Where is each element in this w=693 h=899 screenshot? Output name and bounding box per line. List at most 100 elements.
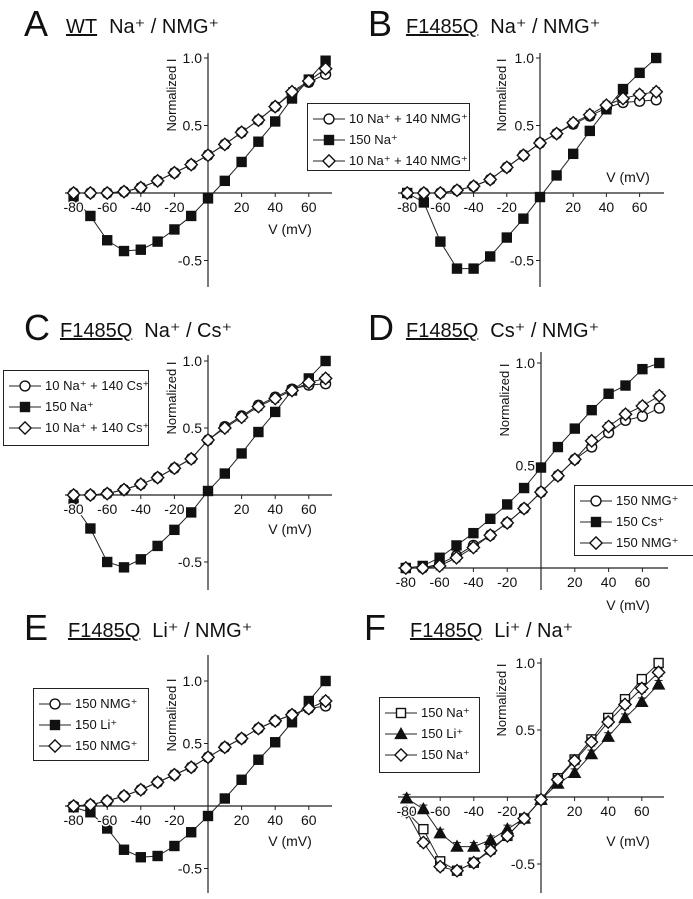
- data-point: [318, 371, 333, 386]
- series-line: [73, 360, 326, 568]
- data-point: [135, 244, 147, 255]
- data-point: [152, 236, 163, 247]
- data-point: [184, 760, 199, 775]
- legend-label: 10 Na⁺ + 140 Cs⁺: [45, 419, 150, 435]
- x-tick-label: -40: [131, 199, 151, 215]
- legend-label: 150 NMG⁺: [75, 737, 138, 753]
- data-point: [433, 859, 448, 874]
- data-point: [236, 774, 247, 785]
- legend-marker: [49, 719, 61, 730]
- y-axis-label: Normalized I: [164, 679, 179, 752]
- data-point: [432, 558, 447, 574]
- data-point: [219, 175, 231, 187]
- legend-entry: 150 Li⁺: [385, 723, 474, 744]
- data-point: [118, 844, 130, 855]
- legend-ab: 10 Na⁺ + 140 NMG⁺150 Na⁺10 Na⁺ + 140 NMG…: [307, 103, 470, 171]
- genotype-label: F1485Q: [68, 620, 141, 642]
- data-point: [301, 375, 316, 390]
- series-diamond-open: [400, 84, 664, 201]
- series-line: [407, 91, 657, 194]
- legend-entry: 150 Li⁺: [39, 714, 143, 735]
- y-tick-label: -0.5: [510, 253, 534, 269]
- legend-marker: [321, 153, 337, 168]
- data-point: [184, 157, 199, 172]
- legend-marker: [588, 535, 604, 550]
- legend-label: 150 Li⁺: [75, 716, 118, 732]
- y-tick-label: 0.5: [516, 722, 536, 738]
- x-tick-label: -60: [430, 803, 450, 819]
- legend-label: 150 Na⁺: [421, 746, 470, 762]
- data-point: [584, 747, 599, 760]
- legend-marker: [323, 112, 335, 125]
- x-tick-label: -20: [497, 574, 517, 590]
- data-point: [66, 798, 81, 814]
- data-point: [135, 852, 147, 863]
- data-point: [400, 185, 415, 201]
- panel-letter: B: [368, 3, 393, 44]
- data-point: [501, 499, 513, 510]
- data-point: [219, 793, 231, 804]
- series-square-filled: [402, 52, 662, 274]
- data-point: [118, 562, 130, 573]
- data-point: [518, 213, 529, 224]
- data-point: [100, 486, 115, 501]
- data-point: [584, 433, 599, 449]
- data-point: [649, 84, 664, 99]
- series-diamond-open: [399, 665, 666, 878]
- data-point: [466, 179, 481, 194]
- data-point: [653, 402, 665, 414]
- x-tick-label: 40: [600, 803, 616, 819]
- data-point: [253, 426, 264, 438]
- data-point: [234, 410, 249, 425]
- legend-marker-square-filled-icon: [39, 719, 71, 730]
- legend-entry: 150 NMG⁺: [39, 693, 143, 714]
- data-point: [533, 485, 549, 500]
- legend-marker: [395, 707, 407, 718]
- series-line: [73, 700, 326, 807]
- data-point: [435, 236, 446, 247]
- data-point: [284, 383, 300, 398]
- data-point: [251, 721, 266, 736]
- data-point: [416, 835, 431, 850]
- data-point: [567, 765, 582, 779]
- legend-marker-square-filled-icon: [313, 134, 345, 145]
- data-point: [483, 172, 498, 187]
- legend-entry: 150 NMG⁺: [39, 735, 143, 756]
- data-point: [200, 148, 216, 163]
- data-point: [450, 839, 464, 852]
- x-tick-label: 40: [599, 199, 615, 215]
- genotype-label: F1485Q: [406, 16, 479, 38]
- data-point: [83, 185, 98, 201]
- data-point: [202, 485, 214, 497]
- data-point: [270, 116, 281, 127]
- data-point: [301, 73, 316, 89]
- data-point: [320, 355, 331, 367]
- data-point: [318, 693, 333, 709]
- data-point: [532, 135, 548, 151]
- data-point: [202, 810, 214, 822]
- legend-entry: 150 Na⁺: [385, 744, 474, 765]
- x-tick-label: 40: [267, 501, 283, 517]
- x-tick-label: 20: [565, 199, 581, 215]
- x-tick-label: -20: [164, 812, 184, 828]
- legend-label: 150 Li⁺: [421, 725, 464, 741]
- x-tick-label: 20: [234, 501, 250, 517]
- data-point: [169, 840, 180, 852]
- genotype-label: WT: [66, 16, 98, 38]
- data-point: [550, 772, 565, 787]
- ion-condition-label: Na⁺ / Cs⁺: [144, 320, 233, 342]
- data-point: [635, 694, 649, 708]
- y-tick-label: 1.0: [515, 50, 535, 66]
- data-point: [569, 423, 581, 434]
- ion-condition-label: Li⁺ / Na⁺: [494, 620, 574, 642]
- data-point: [133, 782, 148, 797]
- legend-label: 150 Na⁺: [421, 704, 470, 720]
- x-tick-label: -60: [429, 574, 449, 590]
- legend-marker: [323, 134, 335, 145]
- data-point: [135, 554, 147, 565]
- legend-marker: [393, 747, 409, 762]
- legend-marker: [590, 516, 602, 527]
- legend-f: 150 Na⁺ 150 Li⁺ 150 Na⁺: [379, 697, 480, 773]
- data-point: [433, 826, 447, 839]
